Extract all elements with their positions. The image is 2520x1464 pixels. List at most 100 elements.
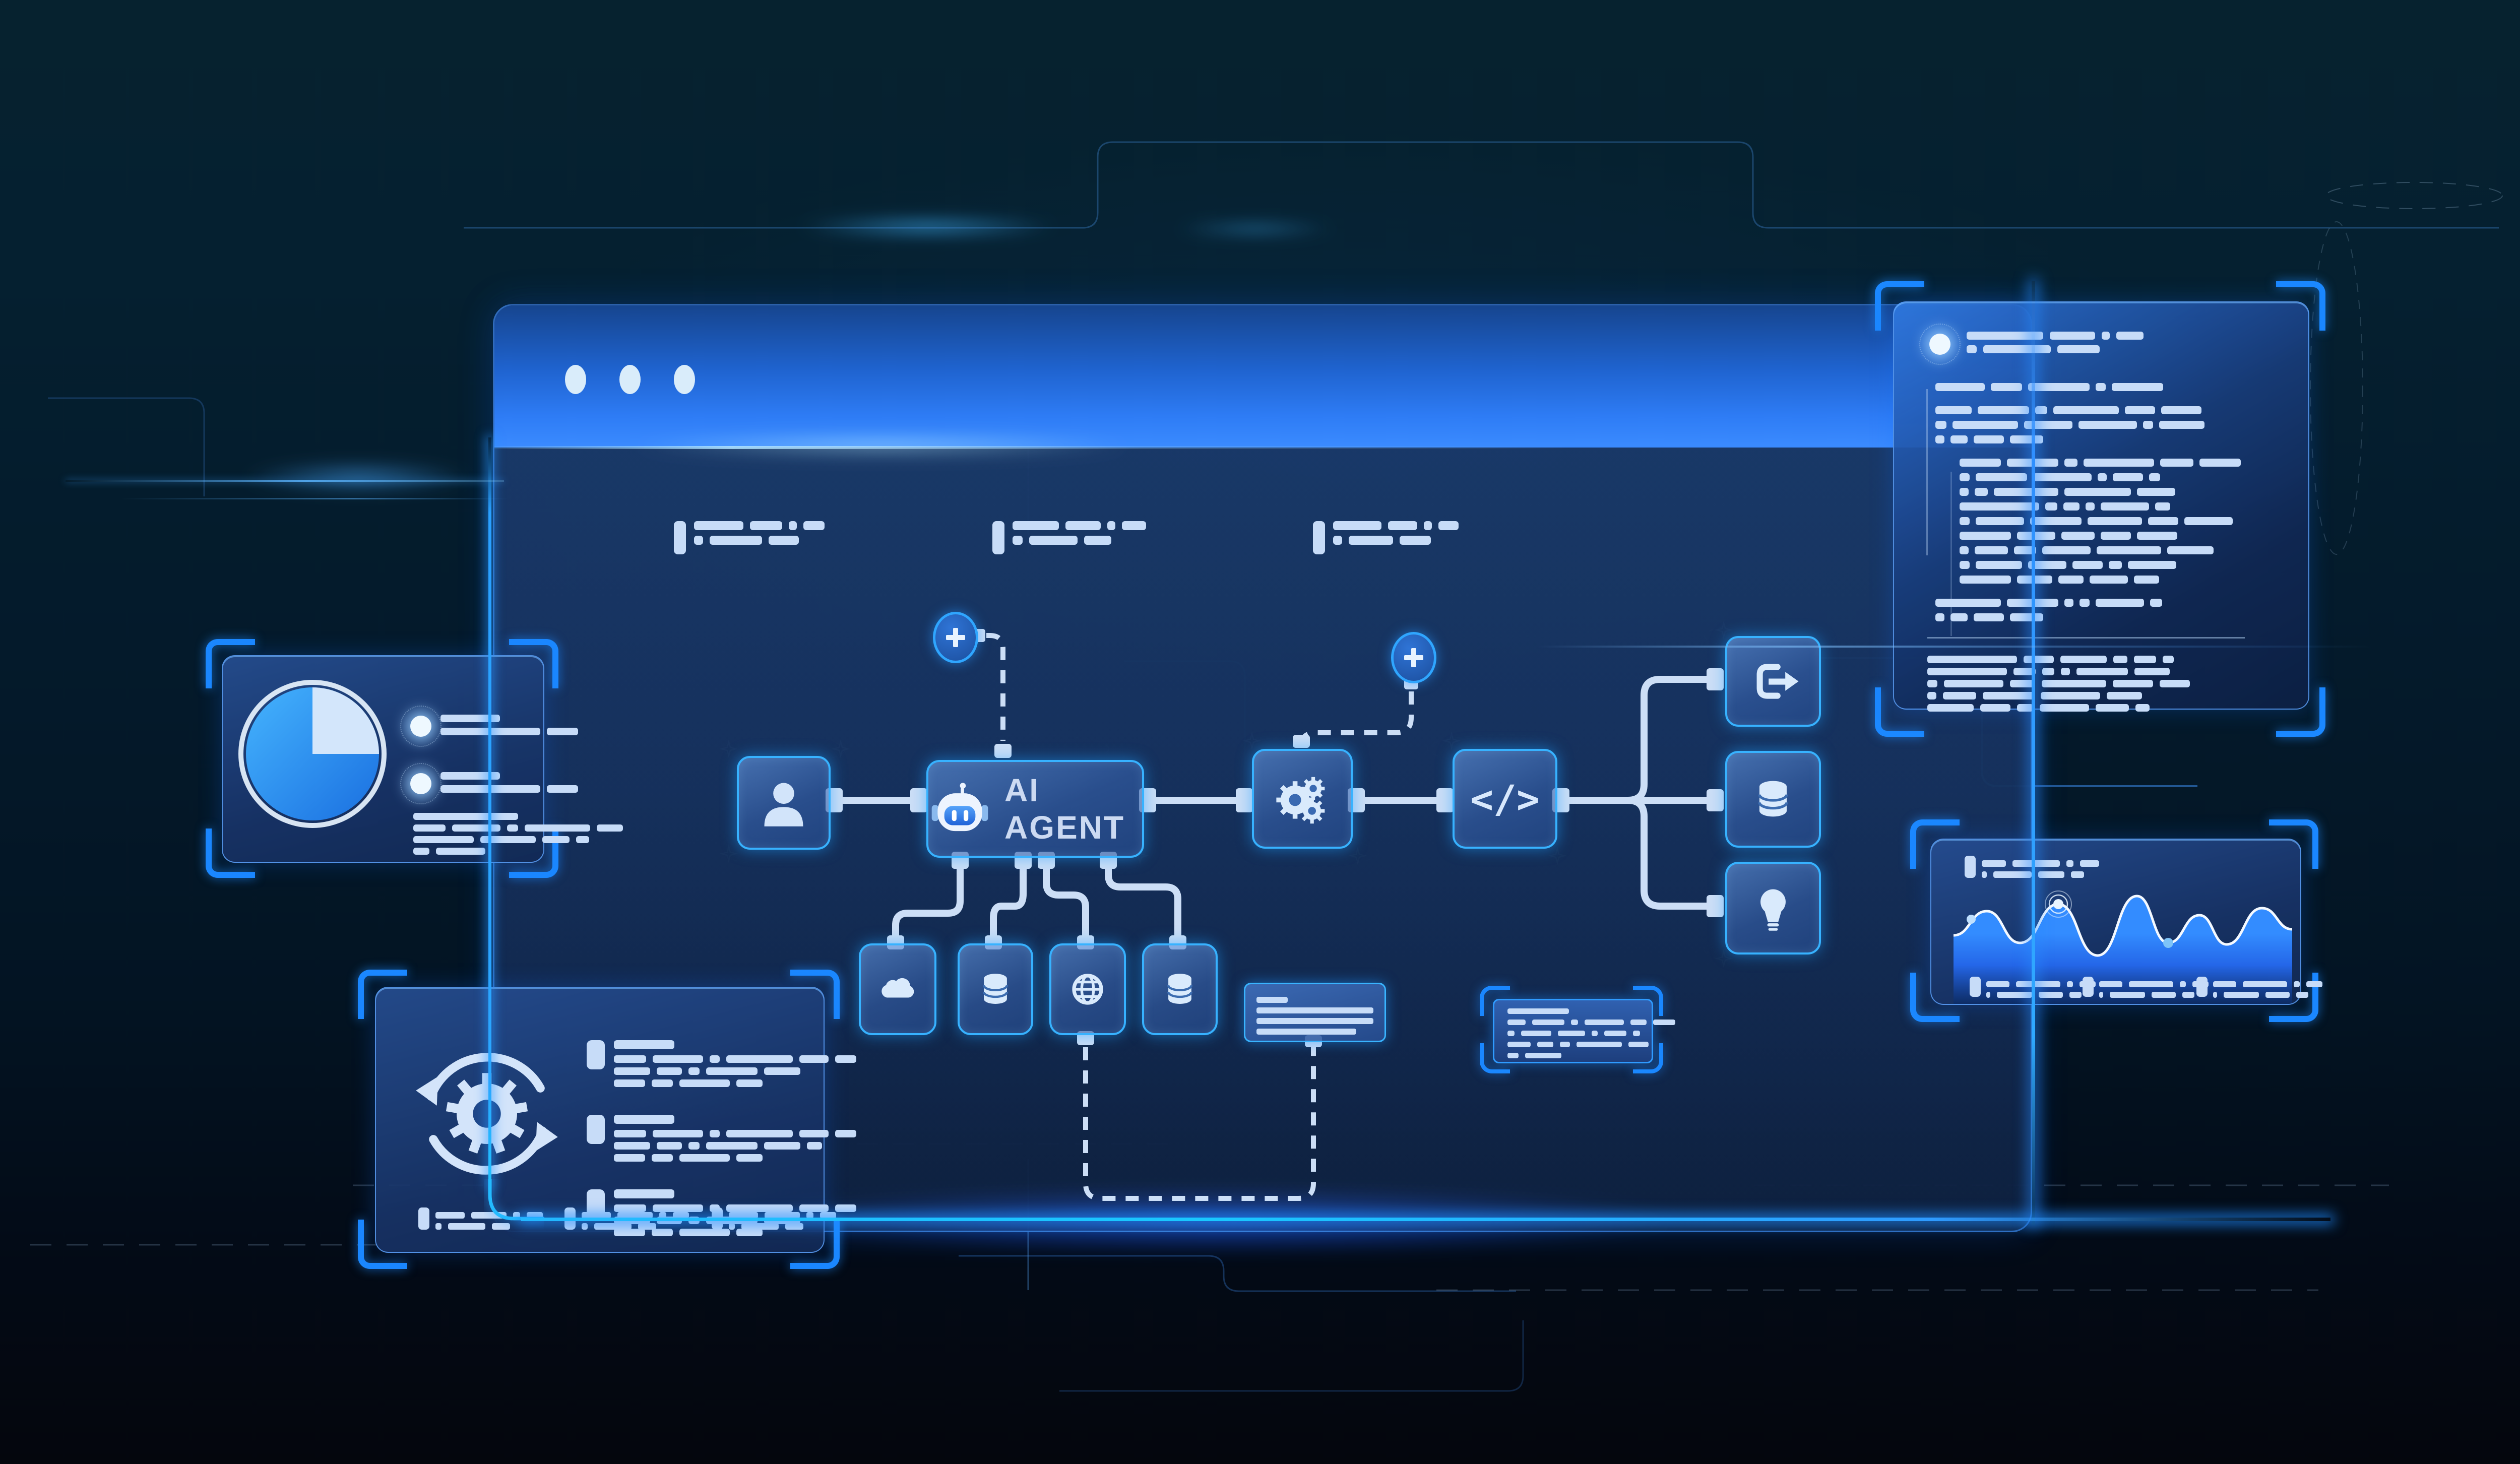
code-line	[1935, 383, 2241, 391]
nav-item-skeleton	[1013, 521, 1146, 554]
node-code[interactable]: </>	[1453, 749, 1557, 849]
list-item-bullet	[587, 1115, 605, 1144]
node-cloud[interactable]	[859, 943, 936, 1035]
skeleton-bar	[1997, 992, 2032, 998]
window-control-dot[interactable]	[674, 365, 695, 394]
skeleton-bar	[513, 1212, 520, 1219]
legend-skeleton	[1982, 856, 2099, 878]
node-idea[interactable]	[1725, 862, 1821, 954]
footer-skeleton	[2213, 977, 2322, 998]
skeleton-bar	[614, 1204, 646, 1212]
add-step-button[interactable]	[933, 612, 978, 663]
skeleton-bar	[1976, 473, 2027, 481]
node-user[interactable]	[737, 756, 831, 850]
skeleton-bar	[726, 1055, 793, 1063]
skeleton-bar	[2137, 488, 2175, 496]
skeleton-bar	[2014, 546, 2036, 554]
footer-item-skeleton	[729, 1207, 836, 1230]
skeleton-bar	[1960, 561, 1970, 569]
note-box[interactable]	[1244, 983, 1386, 1042]
skeleton-bar	[710, 536, 762, 545]
area-wave-chart	[1953, 890, 2293, 1004]
skeleton-bar	[1585, 1020, 1624, 1025]
node-automation[interactable]	[1252, 749, 1353, 849]
skeleton-row	[1013, 536, 1146, 545]
node-server[interactable]	[1142, 943, 1218, 1035]
skeleton-bar	[736, 1079, 763, 1087]
skeleton-bar	[1107, 521, 1115, 530]
skeleton-bar	[688, 1217, 700, 1224]
node-database-out[interactable]	[1725, 751, 1821, 848]
skeleton-bar	[789, 521, 797, 530]
code-line	[1960, 546, 2241, 554]
skeleton-bar	[741, 1223, 779, 1230]
skeleton-bar	[1975, 546, 2008, 554]
skeleton-bar	[2090, 576, 2128, 584]
code-line	[1935, 599, 2241, 607]
skeleton-bar	[750, 521, 782, 530]
skeleton-bar	[2084, 459, 2154, 467]
skeleton-bar	[1935, 599, 2001, 607]
legend-bullet	[2083, 977, 2094, 997]
nav-item[interactable]	[674, 521, 825, 554]
skeleton-bar	[1653, 1020, 1675, 1025]
skeleton-bar	[413, 824, 446, 832]
list-item-bullet	[712, 1207, 723, 1230]
node-ai-agent[interactable]: AI AGENT	[926, 760, 1144, 858]
tooltip-skeleton	[1507, 1008, 1675, 1058]
skeleton-bar	[582, 1212, 611, 1219]
footer-item-skeleton	[582, 1207, 689, 1230]
skeleton-row	[582, 1223, 689, 1230]
footer-list-item[interactable]	[418, 1207, 543, 1230]
skeleton-bar	[835, 1130, 856, 1137]
skeleton-bar	[835, 1204, 856, 1212]
node-storage[interactable]	[958, 943, 1033, 1035]
skeleton-row	[1333, 521, 1459, 530]
nav-item[interactable]	[992, 521, 1146, 554]
skeleton-bar	[2101, 532, 2131, 540]
skeleton-bar	[1592, 1031, 1598, 1036]
process-list-item[interactable]	[587, 1040, 856, 1087]
code-line	[1960, 473, 2241, 481]
skeleton-bar	[2050, 332, 2095, 340]
process-list-item[interactable]	[587, 1115, 856, 1162]
skeleton-bar	[2107, 692, 2142, 699]
skeleton-bar	[413, 813, 518, 820]
skeleton-bar	[1633, 1031, 1640, 1036]
node-web[interactable]	[1049, 943, 1126, 1035]
skeleton-bar	[492, 1223, 510, 1230]
tooltip-box[interactable]	[1493, 999, 1675, 1063]
skeleton-bar	[1950, 435, 1968, 443]
node-export[interactable]	[1725, 636, 1821, 727]
skeleton-row	[614, 1189, 856, 1198]
divider-line	[1927, 637, 2245, 639]
skeleton-bar	[2213, 992, 2217, 998]
skeleton-bar	[652, 1079, 673, 1087]
skeleton-row	[1986, 981, 2096, 987]
skeleton-bar	[799, 1130, 829, 1137]
skeleton-bar	[1630, 1020, 1647, 1025]
skeleton-bar	[1521, 1031, 1551, 1036]
window-control-dot[interactable]	[565, 365, 586, 394]
window-control-dot[interactable]	[619, 365, 641, 394]
skeleton-bar	[413, 836, 474, 843]
skeleton-bar	[803, 521, 825, 530]
indent-guide	[1926, 389, 1928, 555]
add-step-button[interactable]	[1391, 632, 1436, 683]
chart-footer-item	[1970, 977, 2096, 998]
code-lines	[1935, 383, 2241, 621]
list-item-title-skeleton	[614, 1189, 856, 1198]
skeleton-bar	[729, 1212, 758, 1219]
skeleton-bar	[2042, 668, 2054, 675]
skeleton-row	[614, 1130, 856, 1137]
footer-list-item[interactable]	[564, 1207, 689, 1230]
nav-item[interactable]	[1313, 521, 1459, 554]
skeleton-bar	[1333, 521, 1381, 530]
footer-list-item[interactable]	[712, 1207, 836, 1230]
list-item-title-skeleton	[614, 1040, 856, 1049]
footer-item-skeleton	[435, 1207, 543, 1230]
skeleton-bar	[710, 1130, 720, 1137]
skeleton-row	[1507, 1042, 1675, 1047]
skeleton-bar	[835, 1055, 856, 1063]
chart-footer-item	[2196, 977, 2322, 998]
